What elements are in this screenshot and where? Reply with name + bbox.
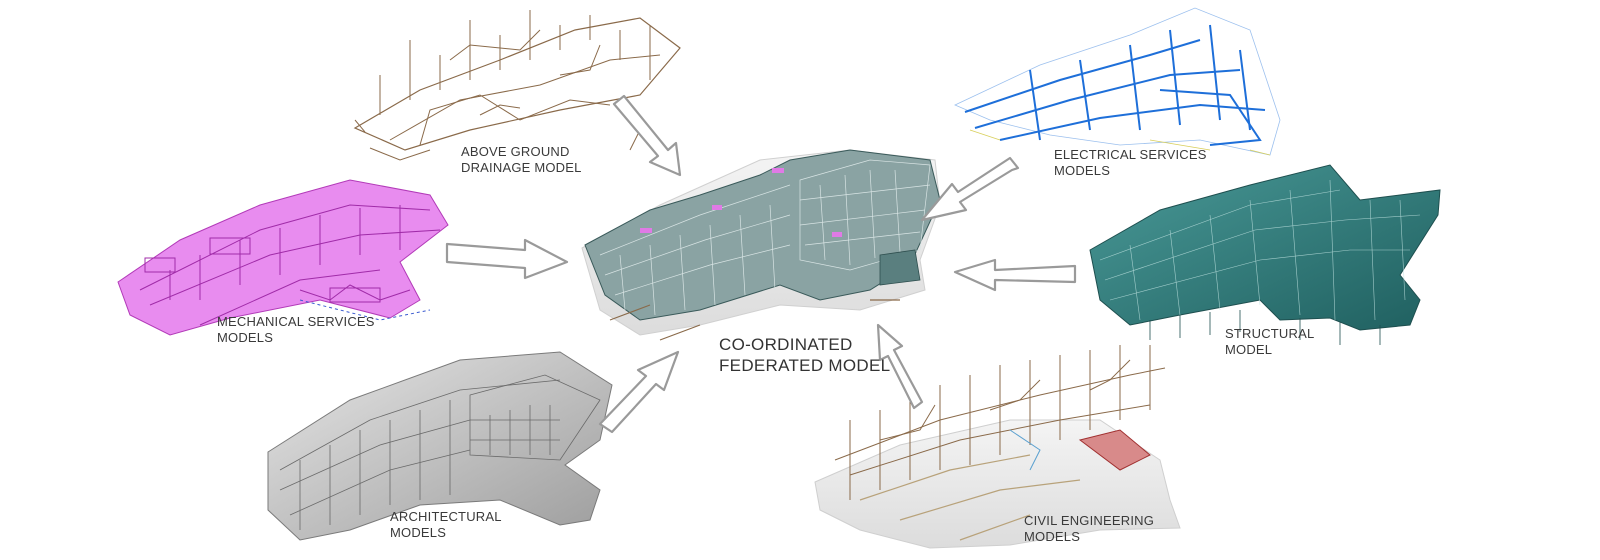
federated-label-line1: CO-ORDINATED — [719, 335, 853, 354]
civil-model-graphic — [814, 345, 1181, 549]
drainage-model-graphic — [353, 10, 681, 161]
structural-model-graphic — [1089, 164, 1441, 345]
mechanical-label-line1: MECHANICAL SERVICES — [217, 314, 375, 329]
drainage-model-label: ABOVE GROUND DRAINAGE MODEL — [461, 144, 582, 176]
mechanical-label-line2: MODELS — [217, 330, 274, 345]
drainage-label-line1: ABOVE GROUND — [461, 144, 570, 159]
mechanical-model-label: MECHANICAL SERVICES MODELS — [217, 314, 375, 346]
mechanical-model-graphic — [117, 179, 449, 336]
federated-model-label: CO-ORDINATED FEDERATED MODEL — [719, 334, 890, 376]
structural-model-label: STRUCTURAL MODEL — [1225, 326, 1314, 358]
structural-label-line2: MODEL — [1225, 342, 1273, 357]
architectural-label-line2: MODELS — [390, 525, 447, 540]
civil-model-label: CIVIL ENGINEERING MODELS — [1024, 513, 1154, 545]
arrow-architectural-to-center — [598, 350, 680, 434]
drainage-label-line2: DRAINAGE MODEL — [461, 160, 582, 175]
architectural-model-graphic — [267, 351, 613, 541]
electrical-label-line1: ELECTRICAL SERVICES — [1054, 147, 1207, 162]
federated-label-line2: FEDERATED MODEL — [719, 356, 891, 375]
electrical-label-line2: MODELS — [1054, 163, 1111, 178]
structural-label-line1: STRUCTURAL — [1225, 326, 1315, 341]
electrical-model-label: ELECTRICAL SERVICES MODELS — [1054, 147, 1207, 179]
federated-model-graphic — [581, 149, 941, 341]
arrow-structural-to-center — [953, 258, 1077, 292]
architectural-label-line1: ARCHITECTURAL — [390, 509, 502, 524]
civil-label-line2: MODELS — [1024, 529, 1081, 544]
arrow-drainage-to-center — [612, 94, 682, 177]
civil-label-line1: CIVIL ENGINEERING — [1024, 513, 1155, 528]
arrow-mechanical-to-center — [445, 238, 569, 280]
arrow-electrical-to-center — [920, 156, 1020, 222]
arrow-civil-to-center — [876, 323, 924, 410]
electrical-model-graphic — [954, 7, 1281, 156]
architectural-model-label: ARCHITECTURAL MODELS — [390, 509, 502, 541]
